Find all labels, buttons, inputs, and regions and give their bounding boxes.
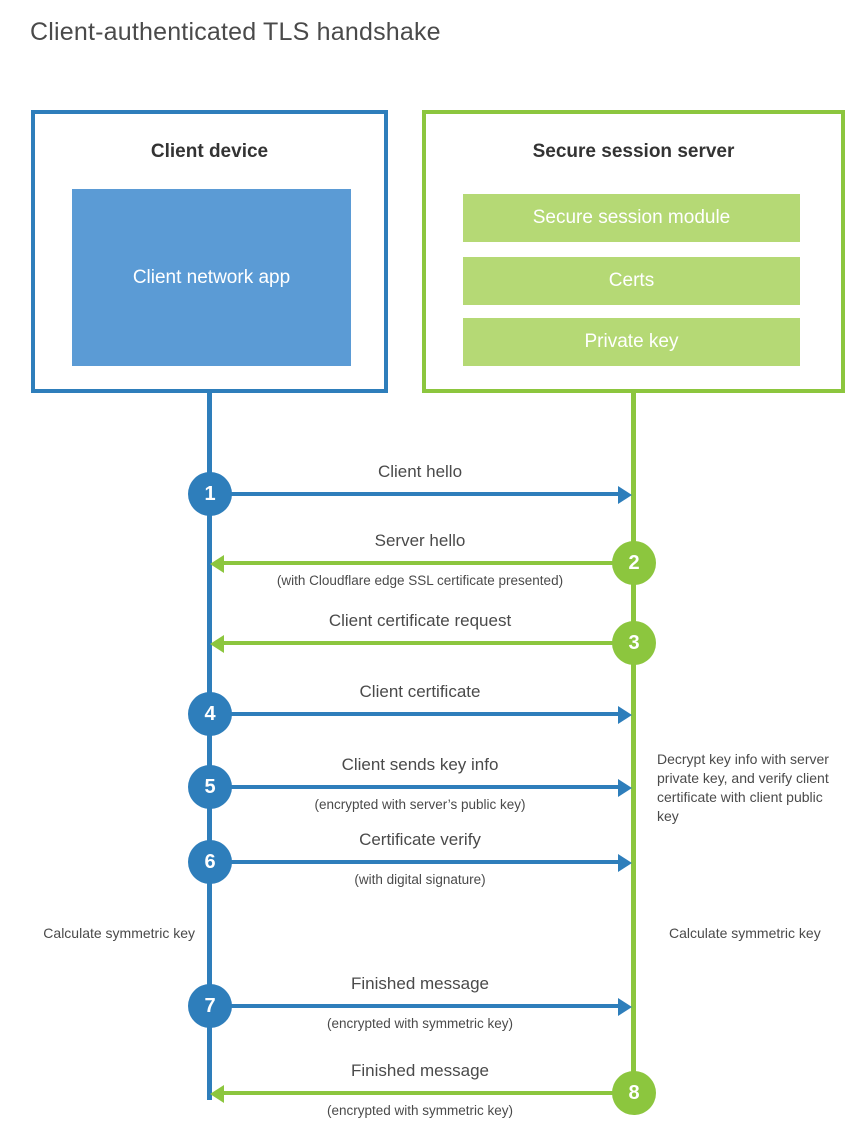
- step-6-sublabel: (with digital signature): [354, 872, 486, 887]
- client-lifeline: [207, 393, 212, 1100]
- step-5-label: Client sends key info: [341, 755, 499, 774]
- client-device-box: Client device Client network app: [31, 110, 388, 393]
- page-title: Client-authenticated TLS handshake: [30, 18, 441, 46]
- step-3-arrow-head: [210, 635, 224, 653]
- step-7-arrow-head: [618, 998, 632, 1016]
- step-badge-8[interactable]: 8: [612, 1071, 656, 1115]
- step-badge-6[interactable]: 6: [188, 840, 232, 884]
- step-1-label: Client hello: [377, 462, 463, 481]
- step-2-label: Server hello: [374, 531, 466, 550]
- step-3-arrow-line: [224, 641, 632, 645]
- step-6-arrow-line: [210, 860, 618, 864]
- step-4-arrow-line: [210, 712, 618, 716]
- client-calculate-symmetric-key-annotation: Calculate symmetric key: [43, 925, 195, 941]
- server-band-private-key: Private key: [463, 318, 800, 366]
- server-calculate-symmetric-key-annotation: Calculate symmetric key: [669, 925, 821, 941]
- step-2-arrow-line: [224, 561, 632, 565]
- step-6-label: Certificate verify: [359, 830, 481, 849]
- step-7-sublabel: (encrypted with symmetric key): [326, 1016, 514, 1031]
- step-6-arrow-head: [618, 854, 632, 872]
- step-7-arrow-line: [210, 1004, 618, 1008]
- step-8-label: Finished message: [351, 1061, 489, 1080]
- server-band-secure-session-module: Secure session module: [463, 194, 800, 242]
- step-2-sublabel: (with Cloudflare edge SSL certificate pr…: [276, 573, 564, 588]
- step-8-arrow-head: [210, 1085, 224, 1103]
- step-8-sublabel: (encrypted with symmetric key): [326, 1103, 514, 1118]
- client-device-title: Client device: [150, 141, 269, 162]
- step-5-arrow-line: [210, 785, 618, 789]
- server-band-certs: Certs: [463, 257, 800, 305]
- server-lifeline: [631, 393, 636, 1093]
- step-3-label: Client certificate request: [328, 611, 512, 630]
- step-7-label: Finished message: [351, 974, 489, 993]
- server-decrypt-annotation: Decrypt key info with server private key…: [657, 751, 829, 824]
- step-badge-7[interactable]: 7: [188, 984, 232, 1028]
- step-1-arrow-head: [618, 486, 632, 504]
- step-4-label: Client certificate: [359, 682, 481, 701]
- step-2-arrow-head: [210, 555, 224, 573]
- secure-session-server-title: Secure session server: [532, 141, 735, 162]
- secure-session-server-box: Secure session server Secure session mod…: [422, 110, 845, 393]
- step-5-arrow-head: [618, 779, 632, 797]
- client-network-app-block: Client network app: [72, 189, 351, 366]
- step-5-sublabel: (encrypted with server’s public key): [314, 797, 526, 812]
- step-badge-1[interactable]: 1: [188, 472, 232, 516]
- step-badge-2[interactable]: 2: [612, 541, 656, 585]
- step-8-arrow-line: [224, 1091, 632, 1095]
- step-4-arrow-head: [618, 706, 632, 724]
- step-badge-5[interactable]: 5: [188, 765, 232, 809]
- step-badge-3[interactable]: 3: [612, 621, 656, 665]
- step-1-arrow-line: [210, 492, 618, 496]
- step-badge-4[interactable]: 4: [188, 692, 232, 736]
